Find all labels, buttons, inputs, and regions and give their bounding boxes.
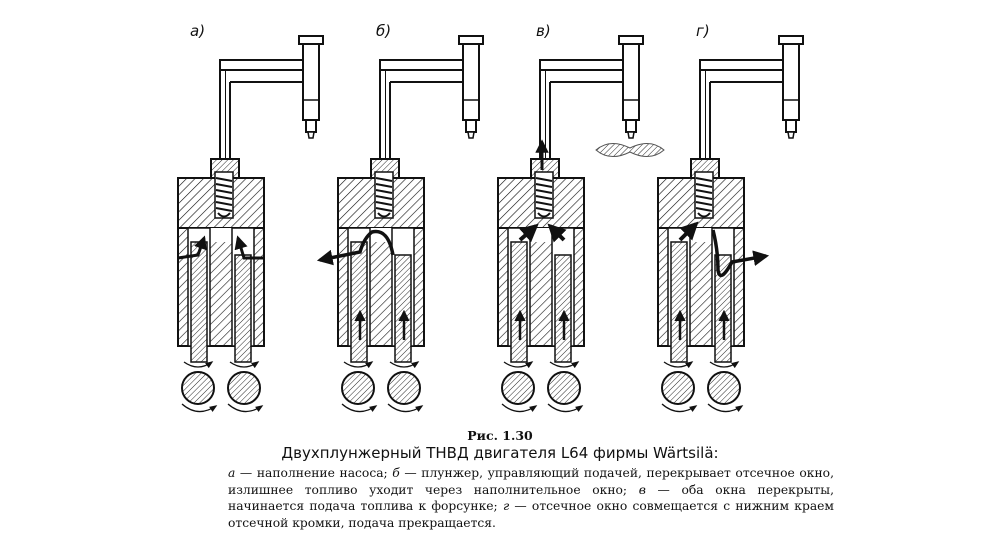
flow-arrow [177,235,207,260]
panel-a: а) [178,22,323,412]
pump-diagram: а) б) в) г) [0,22,1000,430]
flow-arrow [678,221,699,242]
panel-label-g: г) [696,22,710,40]
figure-title: Двухплунжерный ТНВД двигателя L64 фирмы … [281,444,719,462]
figure-caption: а — наполнение насоса; б — плунжер, упра… [228,465,834,531]
caption-text: — наполнение насоса; [235,466,393,480]
flow-arrow [234,235,264,260]
caption-letter: б [392,466,400,480]
figure-number: Рис. 1.30 [467,428,533,443]
flow-arrow [547,223,567,243]
panel-label-v: в) [536,22,551,40]
panel-v: в) [498,22,665,412]
panel-b: б) [316,22,483,412]
caption-text: — отсечное окно совмещается с нижним кра… [228,499,834,530]
flow-arrow [518,223,539,243]
caption-text: — плунжер, управляющий подачей, перекрыв… [228,466,834,497]
caption-letter: г [502,499,510,513]
panel-g: г) [658,22,803,412]
caption-text: — оба окна перекрыты, начинается подача … [228,482,834,514]
spray-plume [595,143,665,157]
caption-letter: а [228,466,236,480]
spill-arrow [316,229,395,266]
panel-label-b: б) [376,22,391,40]
caption-letter: в [638,482,646,497]
spill-arrow [711,229,770,278]
panel-label-a: а) [190,22,205,40]
